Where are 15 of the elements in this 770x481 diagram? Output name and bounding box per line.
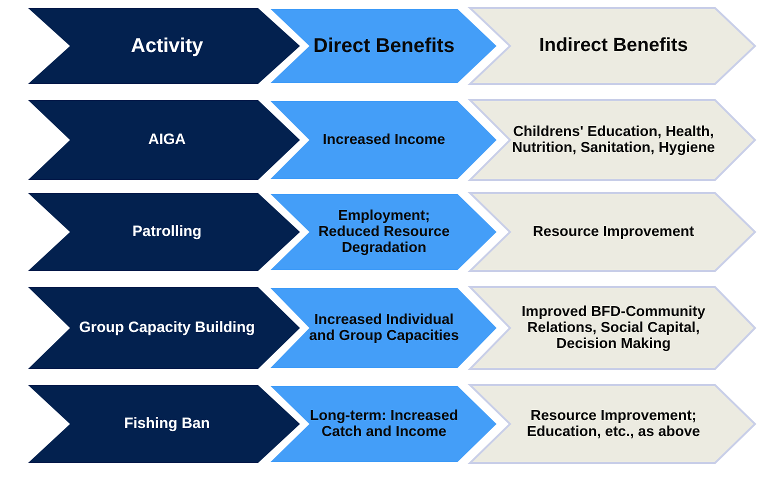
chevron-label: Employment; Reduced Resource Degradation — [317, 208, 451, 256]
column-heading: Indirect Benefits — [539, 35, 688, 57]
chevron-label: Group Capacity Building — [79, 320, 255, 336]
chevron-label: Improved BFD-Community Relations, Social Capital, Decision Making — [520, 304, 706, 352]
chevron-label: Increased Individual and Group Capacities — [308, 312, 460, 344]
chevron-label: Resource Improvement — [532, 224, 694, 240]
chevron-label: Childrens' Education, Health, Nutrition, Sanitation, Hygiene — [510, 124, 716, 156]
chevron-label: Increased Income — [322, 132, 446, 148]
chevron-label: Resource Improvement; Education, etc., as above — [526, 408, 702, 440]
chevron-label: AIGA — [148, 132, 186, 148]
chevron-label: Fishing Ban — [124, 416, 210, 432]
chevron-label: Patrolling — [132, 224, 202, 240]
column-heading: Direct Benefits — [313, 34, 455, 58]
column-heading: Activity — [130, 34, 204, 58]
chevron-label: Long-term: Increased Catch and Income — [308, 408, 460, 440]
